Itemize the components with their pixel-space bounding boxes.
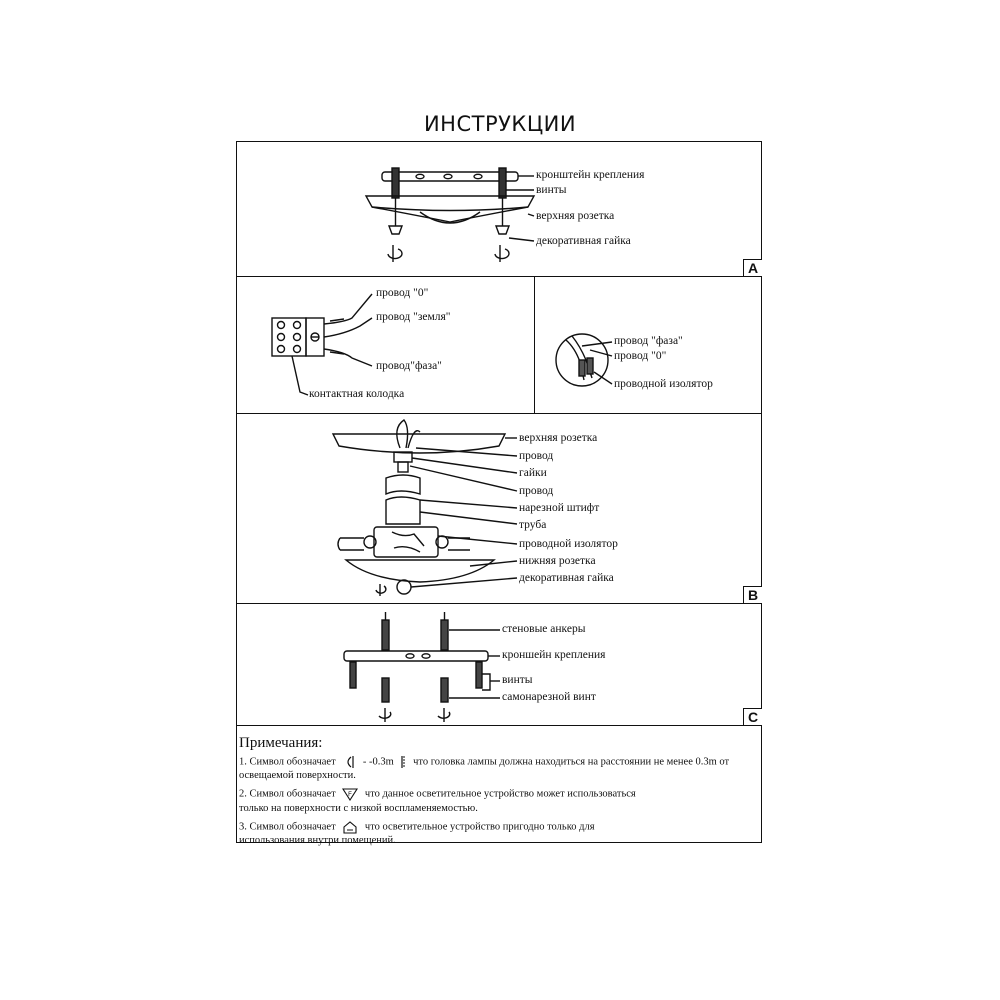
label-b-decorative-nut: декоративная гайка xyxy=(519,572,614,584)
note-3-line-2: использования внутри помещений. xyxy=(239,835,396,847)
divider-b xyxy=(236,603,762,604)
label-phase-wire-2: провод "фаза" xyxy=(614,335,683,347)
instruction-frame xyxy=(236,141,762,843)
label-earth-wire: провод "земля" xyxy=(376,311,451,323)
note-2-line-2: только на поверхности с низкой воспламен… xyxy=(239,802,478,814)
label-b-lower-canopy: нижняя розетка xyxy=(519,555,596,567)
label-neutral-wire-2: провод "0" xyxy=(614,350,667,362)
panel-letter-a: A xyxy=(743,259,762,276)
label-decorative-nut: декоративная гайка xyxy=(536,235,631,247)
label-b-wire: провод xyxy=(519,450,554,462)
label-b-upper-canopy: верхняя розетка xyxy=(519,432,598,444)
panel-letter-c: C xyxy=(743,708,762,725)
label-b-tube: труба xyxy=(519,519,547,531)
note-1-line-2: освещаемой поверхности. xyxy=(239,770,356,782)
notes-title: Примечания: xyxy=(239,735,323,751)
label-b-nuts: гайки xyxy=(519,467,547,479)
flammability-symbol-icon: F xyxy=(342,788,359,802)
note-1-distance: - -0.3m xyxy=(362,756,394,768)
note-2-line-1: 2. Символ обозначает F что данное освети… xyxy=(239,787,759,802)
note-2-prefix: 2. Символ обозначает xyxy=(239,788,336,800)
label-bracket: кронштейн крепления xyxy=(536,169,645,181)
distance-symbol-icon xyxy=(347,756,354,768)
label-b-wire-2: провод xyxy=(519,485,554,497)
note-1-text: что головка лампы должна находиться на р… xyxy=(413,756,730,768)
label-terminal-block: контактная колодка xyxy=(309,388,405,400)
note-2-text: что данное осветительное устройство може… xyxy=(364,788,636,800)
svg-text:F: F xyxy=(348,792,352,798)
divider-wiring xyxy=(236,413,762,414)
note-3-prefix: 3. Символ обозначает xyxy=(239,821,336,833)
label-wire-insulator: проводной изолятор xyxy=(614,378,713,390)
label-b-wire-insulator: проводной изолятор xyxy=(519,538,618,550)
divider-wiring-vertical xyxy=(534,276,535,413)
note-1-prefix: 1. Символ обозначает xyxy=(239,756,336,768)
note-1-line-1: 1. Символ обозначает - -0.3m что головка… xyxy=(239,755,759,769)
label-self-tapping-screw: самонарезной винт xyxy=(502,691,596,703)
label-phase-wire: провод"фаза" xyxy=(376,360,442,372)
label-b-threaded-rod: нарезной штифт xyxy=(519,502,600,514)
label-upper-canopy: верхняя розетка xyxy=(536,210,615,222)
notes-section: Примечания: 1. Символ обозначает - -0.3m… xyxy=(239,735,759,848)
label-c-screws: винты xyxy=(502,674,533,686)
indoor-symbol-icon xyxy=(343,821,357,834)
surface-mark-icon xyxy=(401,756,405,768)
panel-letter-b: B xyxy=(743,586,762,603)
label-screws: винты xyxy=(536,184,567,196)
note-3-line-1: 3. Символ обозначает что осветительное у… xyxy=(239,820,759,834)
label-wall-anchors: стеновые анкеры xyxy=(502,623,586,635)
label-c-bracket: кроншейн крепления xyxy=(502,649,606,661)
page-title: ИНСТРУКЦИИ xyxy=(423,112,577,136)
divider-c xyxy=(236,725,762,726)
label-neutral-wire: провод "0" xyxy=(376,287,429,299)
divider-a xyxy=(236,276,762,277)
note-3-text: что осветительное устройство пригодно то… xyxy=(364,821,595,833)
